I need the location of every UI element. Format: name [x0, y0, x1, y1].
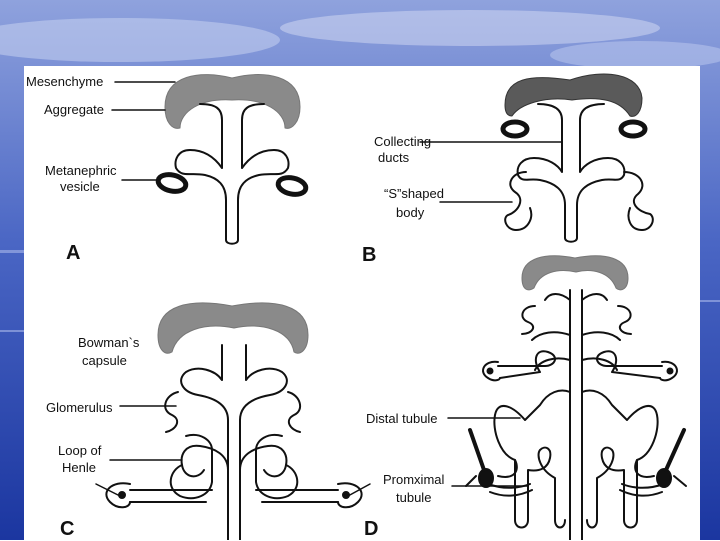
loop-henle-left-d: [514, 446, 566, 529]
henle-loop-right-c: [255, 489, 339, 503]
collecting-duct-d: [531, 289, 621, 540]
small-s-body-right-d: [617, 305, 632, 335]
bowman-right-upper-d: [659, 360, 678, 382]
glomerulus-left-c: [118, 491, 126, 499]
henle-loop-left-c: [129, 489, 213, 503]
bowman-capsule-right-c: [337, 482, 363, 509]
small-s-body-left-d: [521, 305, 536, 335]
vesicle-right-b: [618, 119, 648, 139]
figure-panel: [24, 66, 700, 540]
glomerulus-left-d: [478, 468, 494, 488]
label-bowman-line2: capsule: [82, 353, 127, 368]
label-mesenchyme: Mesenchyme: [26, 74, 104, 89]
label-distal-tubule: Distal tubule: [366, 411, 438, 426]
distal-tubule-lobe-right-d: [581, 389, 659, 478]
label-sshaped-line1: “S”shaped: [384, 186, 444, 201]
vesicle-left-b: [500, 119, 530, 139]
loop-henle-right-d: [586, 446, 638, 529]
vesicle-left-a: [155, 172, 189, 194]
s-shaped-body-left-b: [504, 171, 533, 231]
tubules-left-mid-d: [497, 350, 556, 379]
panel-letter-d: D: [364, 518, 379, 540]
bowman-capsule-left-c: [105, 482, 131, 509]
vesicle-right-a: [275, 175, 309, 197]
panel-letter-c: C: [60, 518, 75, 540]
label-proximal-line1: Promximal: [383, 472, 445, 487]
panel-a-drawing: [111, 74, 309, 245]
collecting-duct-a: [174, 103, 290, 245]
mesenchyme-cap-c: [157, 302, 309, 354]
glomerulus-right-d: [656, 468, 672, 488]
mesenchyme-cap-a: [164, 74, 301, 129]
panel-d-drawing: [447, 255, 687, 540]
label-metanephric-line2: vesicle: [60, 179, 100, 194]
tubules-right-mid-d: [596, 350, 663, 379]
panel-letter-b: B: [362, 244, 377, 266]
collecting-duct-b: [516, 103, 626, 243]
label-metanephric-line1: Metanephric: [45, 163, 117, 178]
label-collecting-line2: ducts: [378, 150, 410, 165]
bowman-left-upper-d: [482, 360, 501, 382]
mesenchyme-cap-b: [504, 73, 643, 117]
panel-letter-a: A: [66, 242, 81, 264]
s-body-left-c: [164, 391, 179, 433]
label-proximal-line2: tubule: [396, 490, 432, 505]
label-loop-line1: Loop of: [58, 443, 102, 458]
panel-c-drawing: [95, 302, 371, 540]
mesenchyme-cap-d: [521, 255, 629, 291]
label-loop-line2: Henle: [62, 460, 96, 475]
label-sshaped-line2: body: [396, 205, 425, 220]
label-aggregate: Aggregate: [44, 102, 104, 117]
tubule-left-c: [169, 434, 213, 500]
panel-b-drawing: [419, 73, 654, 243]
distal-tubule-lobe-left-d: [493, 389, 571, 478]
collecting-duct-c: [180, 344, 288, 540]
glomerulus-right-c: [342, 491, 350, 499]
s-body-right-c: [287, 391, 302, 433]
s-shaped-body-right-b: [623, 171, 654, 231]
label-glomerulus: Glomerulus: [46, 400, 113, 415]
tubule-right-c: [255, 434, 299, 500]
label-bowman-line1: Bowman`s: [78, 335, 140, 350]
label-collecting-line1: Collecting: [374, 134, 432, 149]
proximal-link-right-d: [619, 483, 665, 497]
